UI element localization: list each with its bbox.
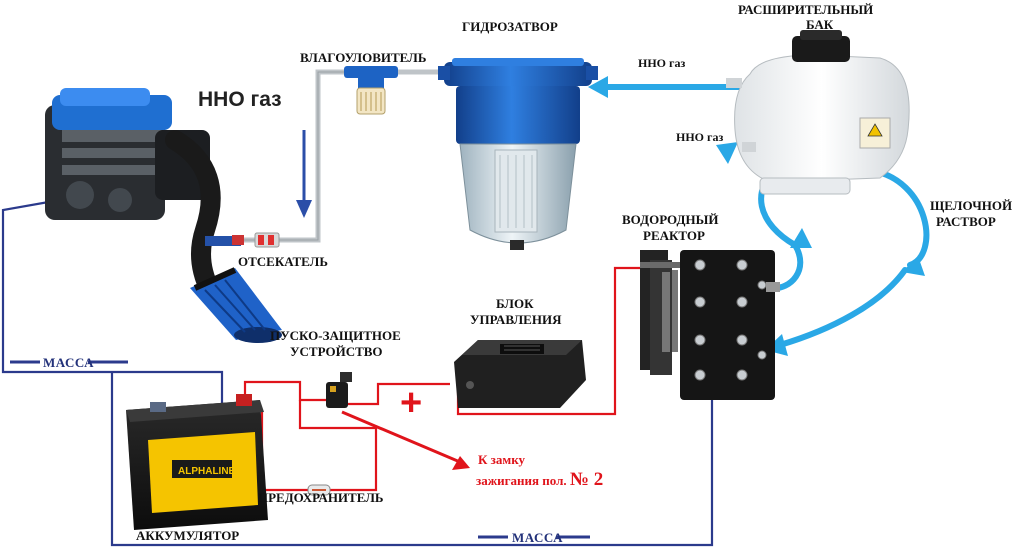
fuse-label: ПРЕДОХРАНИТЕЛЬ bbox=[258, 490, 384, 505]
car-battery-icon bbox=[126, 394, 268, 530]
starter-protection-label-2: УСТРОЙСТВО bbox=[290, 344, 383, 359]
expansion-tank-label-1: РАСШИРИТЕЛЬНЫЙ bbox=[738, 2, 874, 17]
check-valve-icon bbox=[232, 232, 280, 248]
ignition-label-2: зажигания пол. № 2 bbox=[476, 469, 604, 490]
alkaline-solution-label-1: ЩЕЛОЧНОЙ bbox=[930, 198, 1013, 213]
fuel-filter-icon bbox=[344, 66, 398, 115]
ignition-arrow bbox=[452, 456, 470, 470]
control-unit-label-1: БЛОК bbox=[496, 296, 534, 311]
cutoff-label: ОТСЕКАТЕЛЬ bbox=[238, 254, 328, 269]
fuse-icon bbox=[307, 484, 331, 496]
ignition-label-1: К замку bbox=[478, 452, 526, 467]
flow-arrowheads bbox=[588, 76, 925, 356]
moisture-trap-label: ВЛАГОУЛОВИТЕЛЬ bbox=[300, 50, 427, 65]
starter-protection-label-1: ПУСКО-ЗАЩИТНОЕ bbox=[270, 328, 401, 343]
air-filter-icon bbox=[190, 267, 282, 343]
hno-gas-right-label: ННО газ bbox=[676, 130, 724, 144]
battery-label: АККУМУЛЯТОР bbox=[136, 528, 240, 543]
coolant-tank-icon bbox=[726, 30, 910, 195]
water-filter-icon bbox=[438, 58, 598, 250]
plus-sign: + bbox=[400, 382, 423, 424]
hno-gas-big-label: ННО газ bbox=[198, 88, 282, 111]
control-unit-label-2: УПРАВЛЕНИЯ bbox=[470, 312, 562, 327]
ground-label-bottom: МАССА bbox=[512, 530, 564, 545]
reactor-label-1: ВОДОРОДНЫЙ bbox=[622, 212, 719, 227]
water-seal-label: ГИДРОЗАТВОР bbox=[462, 19, 558, 34]
ground-wires bbox=[1, 198, 714, 547]
reactor-label-2: РЕАКТОР bbox=[643, 228, 705, 243]
hydrogen-cell-icon bbox=[640, 250, 780, 400]
battery-brand: ALPHALINE bbox=[178, 466, 236, 477]
ignition-number: № 2 bbox=[569, 469, 604, 490]
engine-icon bbox=[45, 88, 241, 300]
control-box-icon bbox=[454, 340, 586, 408]
hno-gas-top-label: ННО газ bbox=[638, 56, 686, 70]
expansion-tank-label-2: БАК bbox=[806, 17, 834, 32]
ground-label-left: МАССА bbox=[43, 355, 95, 370]
hno-down-arrow bbox=[296, 130, 312, 218]
alkaline-solution-label-2: РАСТВОР bbox=[936, 214, 996, 229]
relay-icon bbox=[326, 372, 352, 408]
